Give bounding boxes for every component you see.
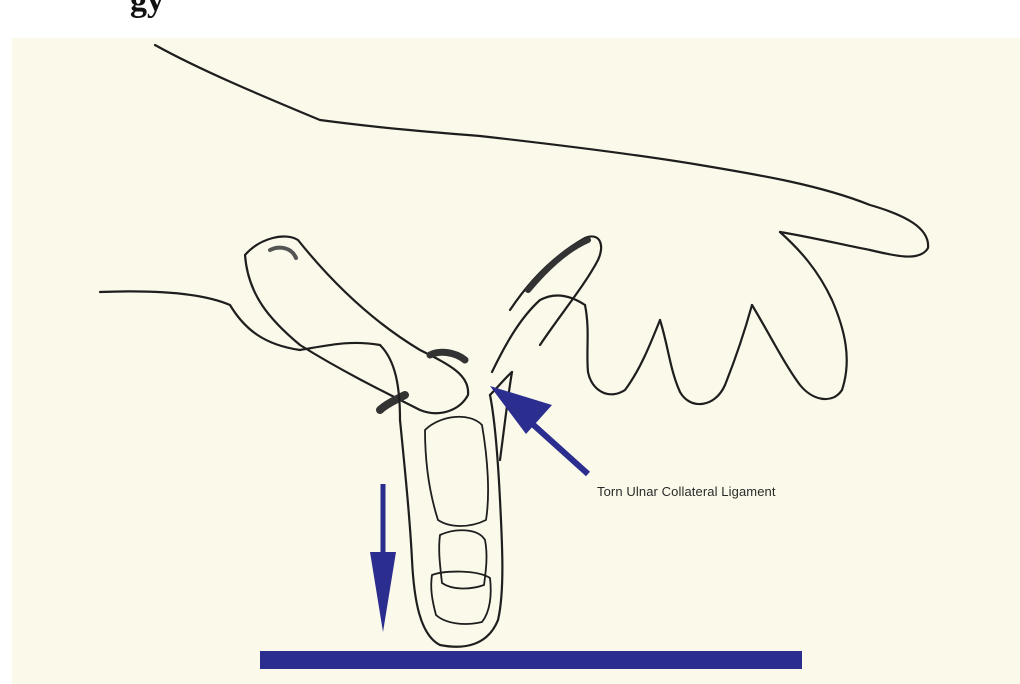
surface-bar xyxy=(260,651,802,669)
forearm-lower-outline xyxy=(100,291,380,350)
thumb-digit-outline xyxy=(400,395,502,647)
ligament-pointer-arrow-shaft xyxy=(528,420,588,474)
ring-finger-outline xyxy=(585,305,660,394)
injured-thumb-outline xyxy=(245,236,468,413)
downward-force-arrowhead xyxy=(370,552,396,632)
ligament-pointer-arrowhead xyxy=(490,386,552,434)
index-finger-outline xyxy=(752,232,847,399)
middle-finger-outline xyxy=(660,305,752,404)
palm-contour xyxy=(492,295,585,372)
proximal-phalanx-bone xyxy=(425,417,488,526)
hand-back-outline xyxy=(155,45,928,257)
thumbnail xyxy=(431,572,491,624)
torn-ligament-label: Torn Ulnar Collateral Ligament xyxy=(597,484,776,499)
distal-phalanx-bone xyxy=(439,530,486,588)
